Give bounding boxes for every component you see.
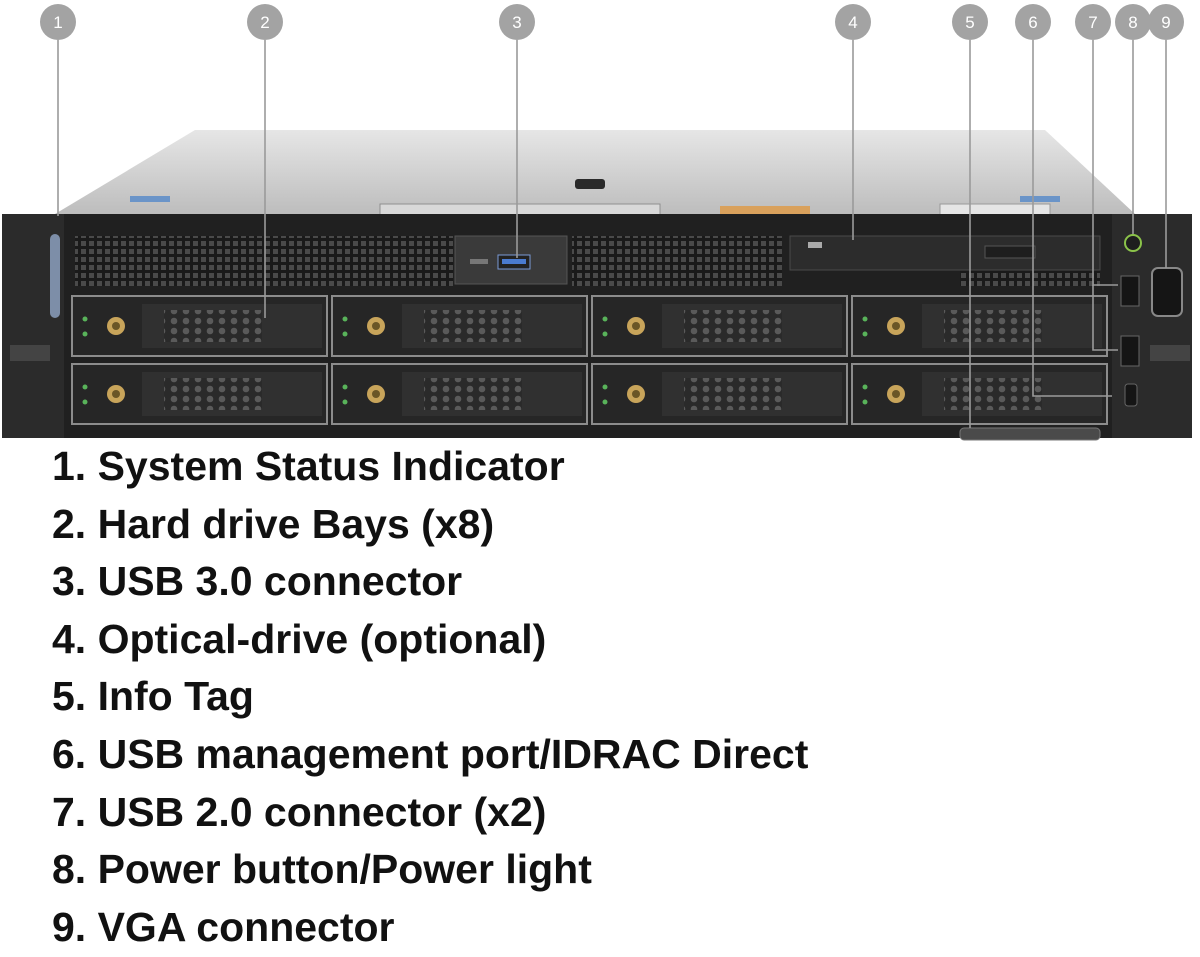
- drive-bay: [71, 363, 328, 425]
- callout-4: 4: [835, 4, 871, 40]
- usb-management-port: [1124, 383, 1138, 407]
- callout-number: 4: [848, 13, 857, 32]
- drive-bay: [591, 295, 848, 357]
- drive-bay: [851, 295, 1108, 357]
- power-button-icon: [1124, 234, 1142, 252]
- legend-item: 2. Hard drive Bays (x8): [52, 500, 495, 547]
- callout-number: 5: [965, 13, 974, 32]
- legend-item: 9. VGA connector: [52, 903, 395, 950]
- legend-item: 4. Optical-drive (optional): [52, 615, 547, 662]
- callout-7: 7: [1075, 4, 1111, 40]
- drive-bay: [591, 363, 848, 425]
- legend-item: 3. USB 3.0 connector: [52, 558, 463, 605]
- legend-item: 5. Info Tag: [52, 673, 254, 720]
- optical-drive: [789, 235, 1101, 271]
- callout-number: 9: [1161, 13, 1170, 32]
- front-vent-right: [960, 270, 1100, 286]
- usb-3-port: [454, 235, 568, 285]
- leader-lines: [57, 40, 1167, 428]
- component-legend: 1. System Status Indicator 2. Hard drive…: [52, 438, 808, 956]
- usb-2-port: [1120, 335, 1140, 367]
- right-control-panel: [1120, 234, 1183, 407]
- callout-number: 3: [512, 13, 521, 32]
- callout-1: 1: [40, 4, 76, 40]
- drive-bay: [331, 295, 588, 357]
- callout-8: 8: [1115, 4, 1151, 40]
- callout-5: 5: [952, 4, 988, 40]
- callout-3: 3: [499, 4, 535, 40]
- drive-bays: [71, 295, 1108, 425]
- callout-number: 7: [1088, 13, 1097, 32]
- front-vent-middle: [572, 236, 782, 286]
- drive-bay: [331, 363, 588, 425]
- front-vent-left: [75, 236, 453, 286]
- drive-bay: [851, 363, 1108, 425]
- callout-number: 6: [1028, 13, 1037, 32]
- callout-number: 8: [1128, 13, 1137, 32]
- usb-2-port: [1120, 275, 1140, 307]
- info-tag: [959, 427, 1101, 441]
- vga-connector: [1151, 267, 1183, 317]
- legend-item: 1. System Status Indicator: [52, 443, 565, 489]
- drive-bay: [71, 295, 328, 357]
- callout-2: 2: [247, 4, 283, 40]
- legend-item: 8. Power button/Power light: [52, 846, 592, 893]
- callout-number: 1: [53, 13, 62, 32]
- callout-number: 2: [260, 13, 269, 32]
- chassis-lid: [55, 130, 1135, 217]
- server-front-panel-diagram: 1 2 3 4 5 6 7 8 9: [2, 4, 1192, 441]
- callout-6: 6: [1015, 4, 1051, 40]
- callout-9: 9: [1148, 4, 1184, 40]
- callouts: 1 2 3 4 5 6 7 8 9: [40, 4, 1184, 40]
- legend-item: 7. USB 2.0 connector (x2): [52, 788, 547, 835]
- legend-item: 6. USB management port/IDRAC Direct: [52, 730, 809, 777]
